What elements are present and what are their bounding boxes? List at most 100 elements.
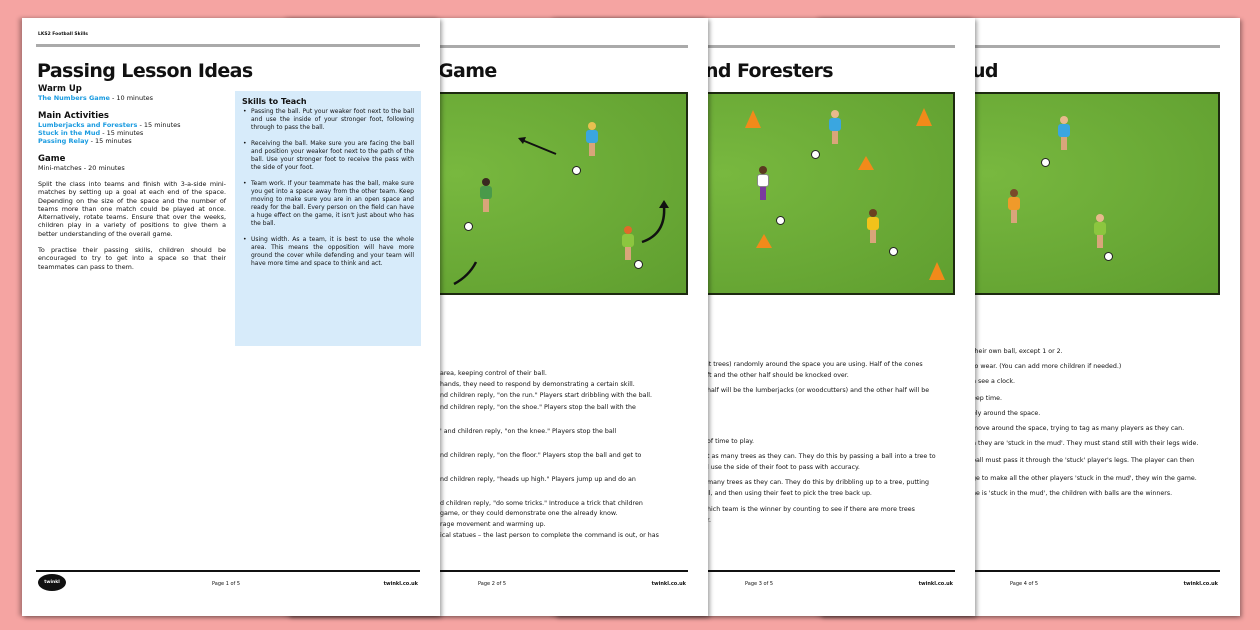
skill-item: Passing the ball. Put your weaker foot n… [242,108,414,132]
ball [1041,158,1050,167]
player [586,122,598,156]
instructions-text: area, keeping control of their ball. han… [440,370,690,547]
player [1008,189,1020,223]
twinkl-logo: twinkl [38,574,66,591]
text-line: ll, and then using their feet to pick th… [707,490,872,498]
header-rule [569,45,955,48]
text-line: n see a clock. [972,378,1016,386]
site-url: twinkl.co.uk [383,581,418,587]
duration: - 15 minutes [137,121,181,129]
footer-rule [36,570,420,572]
text-line: n they are 'stuck in the mud'. They must… [972,440,1199,448]
page-number: Page 4 of 5 [1010,581,1039,587]
site-url: twinkl.co.uk [918,581,953,587]
text-line: ge to make all the other players 'stuck … [972,474,1197,482]
text-line: d children reply, "do some tricks." Intr… [440,500,643,508]
ball [634,260,643,269]
page-1: LKS2 Football Skills Passing Lesson Idea… [22,18,440,616]
instructions-text: their own ball, except 1 or 2. to wear. … [972,348,1222,505]
skill-item: Receiving the ball. Make sure you are fa… [242,140,414,172]
section-heading: Main Activities [38,111,109,121]
player [622,226,634,260]
skill-item: Team work. If your teammate has the ball… [242,180,414,228]
duration: - 10 minutes [109,94,154,102]
page-title: nd Foresters [705,60,834,82]
text-line: hich team is the winner by counting to s… [707,505,915,513]
skills-to-teach-box: Skills to Teach Passing the ball. Put yo… [235,91,421,346]
ball [889,247,898,256]
cone [858,156,874,170]
ball [1104,252,1113,261]
cone [756,234,772,248]
text-line: t as many trees as they can. They do thi… [707,452,936,460]
text-line: nd children reply, "on the run." Players… [440,392,653,400]
text-line: ical statues – the last person to comple… [440,532,659,540]
player [757,166,769,200]
ball [811,150,820,159]
activity-link[interactable]: Lumberjacks and Foresters [38,121,138,129]
site-url: twinkl.co.uk [1183,581,1218,587]
ball [776,216,785,225]
activity-link[interactable]: Stuck in the Mud [38,129,101,137]
text-line: ' and children reply, "on the knee." Pla… [440,427,617,435]
text-line: area, keeping control of their ball. [440,370,547,377]
text-line: nd children reply, "on the shoe." Player… [440,403,636,411]
player [1058,116,1070,150]
instructions-text: it trees) randomly around the space you … [707,361,957,532]
header-rule [36,44,420,47]
text-line: ne is 'stuck in the mud', the children w… [972,489,1173,497]
text-line: l use the side of their foot to pass wit… [707,464,860,472]
site-url: twinkl.co.uk [651,581,686,587]
footer-rule [834,570,1220,572]
text-line: r. [707,516,712,524]
text-line: ball must pass it through the 'stuck' pl… [972,457,1195,465]
page-number: Page 2 of 5 [478,581,507,587]
text-line: half will be the lumberjacks (or woodcut… [707,387,930,395]
page-number: Page 3 of 5 [745,581,774,587]
header-rule [834,45,1220,48]
footer-rule [569,570,955,572]
game-duration: Mini-matches - 20 minutes [38,164,125,172]
header-rule [302,45,688,48]
ball [572,166,581,175]
footer-rule [302,570,688,572]
text-line: game, or they could demonstrate one the … [440,509,618,517]
lesson-plan: Warm Up The Numbers Game - 10 minutes Ma… [38,84,226,271]
text-line: nd children reply, "heads up high." Play… [440,476,636,484]
breadcrumb: LKS2 Football Skills [38,32,88,37]
text-line: hands, they need to respond by demonstra… [440,381,635,389]
text-line: eep time. [972,394,1002,402]
section-heading: Game [38,154,66,164]
ball [464,222,473,231]
page-title: Game [438,60,497,82]
cone [929,262,945,280]
duration: - 15 minutes [100,129,144,137]
text-line: ft and the other half should be knocked … [707,372,849,380]
player [1094,214,1106,248]
text-line: of time to play. [707,437,755,445]
text-line: rage movement and warming up. [440,520,546,528]
paragraph: Split the class into teams and finish wi… [38,180,226,238]
page-title: Passing Lesson Ideas [37,60,253,82]
player [867,209,879,243]
text-line: many trees as they can. They do this by … [707,479,930,487]
text-line: to wear. (You can add more children if n… [972,363,1122,371]
page-number: Page 1 of 5 [212,581,241,587]
section-heading: Warm Up [38,84,82,94]
text-line: their own ball, except 1 or 2. [972,348,1063,355]
cone [916,108,932,126]
skill-item: Using width. As a team, it is best to us… [242,236,414,268]
text-line: move around the space, trying to tag as … [972,425,1185,433]
text-line: ely around the space. [972,409,1041,417]
duration: - 15 minutes [88,137,132,145]
activity-link[interactable]: The Numbers Game [38,94,110,102]
text-line: it trees) randomly around the space you … [707,361,923,368]
cone [745,110,761,128]
movement-arrows [453,137,669,286]
player [480,178,492,212]
activity-link[interactable]: Passing Relay [38,137,89,145]
paragraph: To practise their passing skills, childr… [38,246,226,271]
page-title: ud [972,60,999,82]
skills-heading: Skills to Teach [242,97,307,106]
text-line: nd children reply, "on the floor." Playe… [440,452,642,460]
